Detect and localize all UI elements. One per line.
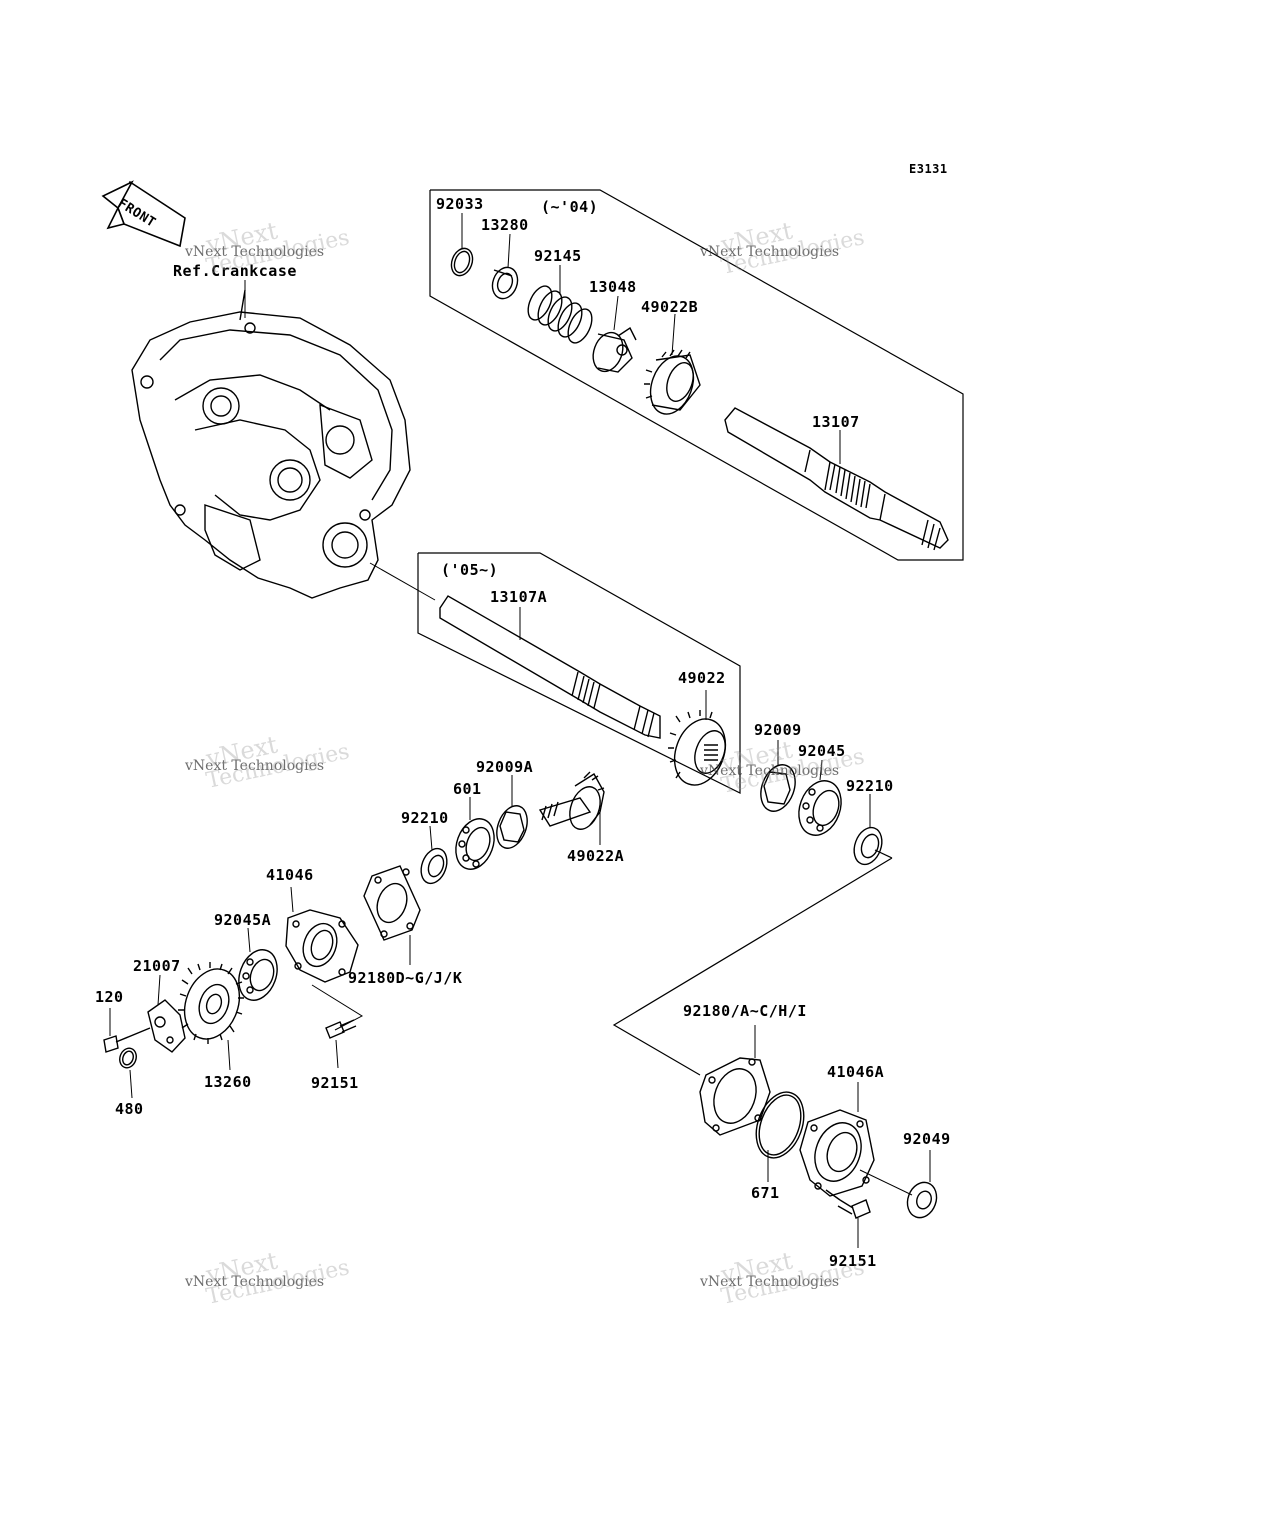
part-label-601: 601 — [453, 780, 482, 798]
part-13280-drawing — [488, 264, 521, 302]
front-arrow-icon — [103, 182, 185, 246]
part-label-92009A: 92009A — [476, 758, 534, 776]
part-13260-drawing — [175, 961, 248, 1046]
part-92180ACHI-drawing — [700, 1058, 770, 1135]
watermark: vNext vNext Technologies Technologies — [185, 1246, 352, 1310]
watermark: vNext vNext Technologies Technologies — [700, 735, 867, 799]
part-41046A-drawing — [800, 1110, 874, 1196]
part-label-41046: 41046 — [266, 866, 314, 884]
part-label-13107A: 13107A — [490, 588, 548, 606]
part-label-92210-left: 92210 — [401, 809, 449, 827]
watermark: vNext vNext Technologies Technologies — [185, 730, 352, 794]
part-label-13280: 13280 — [481, 216, 529, 234]
part-480-drawing — [117, 1046, 139, 1070]
part-label-13107: 13107 — [812, 413, 860, 431]
part-label-92045A: 92045A — [214, 911, 272, 929]
part-label-41046A: 41046A — [827, 1063, 885, 1081]
part-label-13048: 13048 — [589, 278, 637, 296]
part-92033-drawing — [448, 245, 476, 278]
watermark: vNext vNext Technologies Technologies — [700, 1246, 867, 1310]
part-13107A-drawing — [440, 596, 660, 738]
part-label-480: 480 — [115, 1100, 144, 1118]
part-13107-drawing — [725, 408, 948, 550]
part-label-92210-right: 92210 — [846, 777, 894, 795]
part-label-49022B: 49022B — [641, 298, 699, 316]
part-92009-drawing — [755, 760, 801, 816]
part-label-92045: 92045 — [798, 742, 846, 760]
part-49022A-drawing — [540, 772, 606, 833]
part-92151-left-drawing — [326, 1020, 356, 1038]
crankcase-drawing — [132, 290, 410, 598]
part-49022-drawing — [666, 710, 734, 792]
ref-crankcase-label: Ref.Crankcase — [173, 262, 297, 280]
part-label-49022: 49022 — [678, 669, 726, 687]
part-label-671: 671 — [751, 1184, 780, 1202]
group-label-late: ('05~) — [441, 561, 499, 579]
part-92045A-drawing — [232, 944, 284, 1005]
part-label-21007: 21007 — [133, 957, 181, 975]
part-92045-drawing — [792, 775, 849, 841]
part-92151-right-drawing — [826, 1190, 870, 1218]
part-label-92151-left: 92151 — [311, 1074, 359, 1092]
part-label-92033: 92033 — [436, 195, 484, 213]
part-label-92151-right: 92151 — [829, 1252, 877, 1270]
part-21007-drawing — [148, 1000, 185, 1052]
part-671-drawing — [748, 1086, 813, 1165]
watermark: vNext vNext Technologies Technologies — [185, 216, 352, 280]
part-92145-drawing — [523, 282, 596, 346]
part-92210-right-drawing — [849, 824, 886, 869]
watermark: vNext vNext Technologies Technologies — [700, 216, 867, 280]
part-92210-left-drawing — [417, 845, 452, 887]
part-601-drawing — [449, 813, 501, 874]
part-41046-drawing — [286, 910, 358, 982]
part-label-92145: 92145 — [534, 247, 582, 265]
part-120-drawing — [104, 1028, 150, 1052]
part-label-49022A: 49022A — [567, 847, 625, 865]
part-label-92049: 92049 — [903, 1130, 951, 1148]
part-label-120: 120 — [95, 988, 124, 1006]
part-49022B-drawing — [643, 350, 701, 420]
part-label-92180DGJK: 92180D~G/J/K — [348, 969, 463, 987]
part-92049-drawing — [903, 1178, 942, 1221]
part-92009A-drawing — [491, 802, 532, 853]
part-label-13260: 13260 — [204, 1073, 252, 1091]
part-92180DGJK-drawing — [364, 866, 420, 940]
group-label-early: (~'04) — [541, 198, 599, 216]
part-13048-drawing — [588, 328, 636, 376]
diagram-code: E3131 — [909, 162, 948, 176]
part-label-92009: 92009 — [754, 721, 802, 739]
part-label-92180ACHI: 92180/A~C/H/I — [683, 1002, 807, 1020]
